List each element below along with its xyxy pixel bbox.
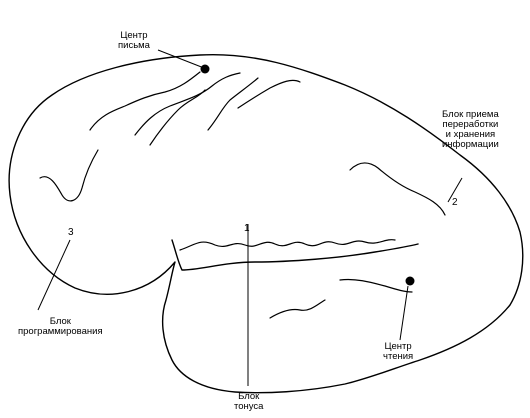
writing-center-line-2: письма	[118, 40, 150, 51]
cerebrum-outline	[8, 53, 524, 394]
reading-center-line-2: чтения	[383, 351, 414, 362]
programming-block-line-1: Блок	[49, 316, 71, 327]
temporal-sulcus-2	[339, 278, 413, 293]
frontal-sulcus-1	[39, 149, 99, 202]
block-number-3: 3	[68, 227, 74, 238]
frontal-sulcus-4	[149, 89, 206, 146]
writing-center-leader	[157, 49, 205, 69]
writing-center-dot	[200, 64, 210, 74]
frontal-sulcus-2	[89, 71, 201, 131]
label-programming-block: Блок программирования	[18, 317, 103, 337]
occipital-sulcus	[349, 162, 446, 216]
reception-block-line-3: и хранения	[445, 129, 496, 140]
reception-block-line-2: переработки	[442, 119, 499, 130]
reading-center-leader	[399, 285, 409, 341]
label-tonus-block: Блок тонуса	[234, 392, 263, 412]
block-number-2: 2	[452, 197, 458, 208]
writing-center-line-1: Центр	[120, 30, 148, 41]
tonus-block-line-1: Блок	[238, 391, 260, 402]
reading-center-dot	[405, 276, 415, 286]
lateral-fissure-sulci	[179, 239, 396, 251]
label-reception-block: Блок приема переработки и хранения инфор…	[442, 110, 499, 150]
postcentral-sulcus	[237, 79, 301, 109]
programming-block-leader	[37, 239, 71, 311]
reception-block-leader	[447, 177, 463, 203]
reading-center-line-1: Центр	[384, 341, 412, 352]
frontal-sulcus-3	[134, 72, 241, 136]
tonus-block-line-2: тонуса	[234, 401, 264, 412]
lateral-fissure	[171, 239, 419, 271]
reception-block-line-4: информации	[442, 139, 499, 150]
temporal-sulcus-1	[269, 299, 326, 319]
programming-block-line-2: программирования	[18, 326, 103, 337]
block-number-1: 1	[244, 223, 250, 234]
label-writing-center: Центр письма	[118, 31, 150, 51]
central-sulcus	[207, 77, 259, 131]
reception-block-line-1: Блок приема	[442, 109, 499, 120]
label-reading-center: Центр чтения	[383, 342, 413, 362]
